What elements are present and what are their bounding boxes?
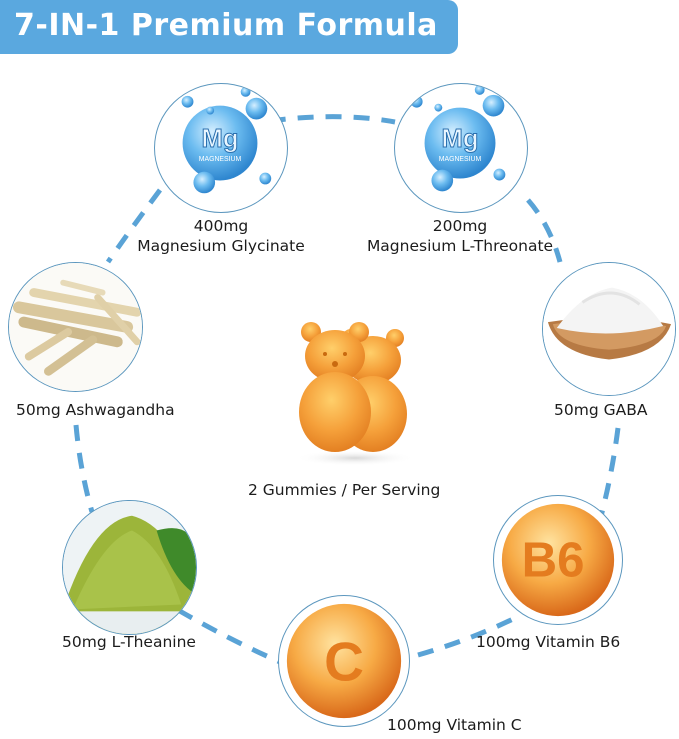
- vitamin-b6-image: B6: [493, 495, 623, 625]
- magnesium-l-threonate-image: Mg MAGNESIUM: [394, 83, 528, 213]
- vitamin-c-image: C: [278, 595, 410, 727]
- ashwagandha-root-icon: [9, 263, 142, 391]
- magnesium-glycinate-dose: 400mg: [193, 217, 249, 235]
- svg-text:MAGNESIUM: MAGNESIUM: [199, 156, 242, 163]
- magnesium-l-threonate-dose: 200mg: [432, 217, 488, 235]
- green-tea-powder-icon: [63, 501, 196, 634]
- serving-size-label: 2 Gummies / Per Serving: [248, 481, 441, 499]
- vitamin-b6-label: 100mg Vitamin B6: [476, 633, 621, 651]
- gummy-bears-icon: [295, 322, 415, 466]
- magnesium-l-threonate-label: 200mg Magnesium L-Threonate: [360, 216, 560, 256]
- magnesium-glycinate-name: Magnesium Glycinate: [137, 237, 305, 255]
- powder-bowl-icon: [543, 263, 675, 395]
- magnesium-molecule-icon: Mg MAGNESIUM: [181, 86, 272, 194]
- vitamin-c-label: 100mg Vitamin C: [387, 716, 522, 734]
- svg-text:C: C: [324, 631, 364, 693]
- ashwagandha-label: 50mg Ashwagandha: [16, 401, 175, 419]
- magnesium-glycinate-image: Mg MAGNESIUM: [154, 83, 288, 213]
- l-theanine-label: 50mg L-Theanine: [62, 633, 196, 651]
- vitamin-c-icon: C: [286, 603, 402, 719]
- svg-text:B6: B6: [522, 533, 585, 588]
- l-theanine-image: [62, 500, 197, 635]
- svg-text:MAGNESIUM: MAGNESIUM: [439, 156, 482, 163]
- gaba-label: 50mg GABA: [554, 401, 648, 419]
- magnesium-l-threonate-name: Magnesium L-Threonate: [366, 237, 554, 255]
- svg-text:Mg: Mg: [442, 125, 479, 153]
- header-banner: 7-IN-1 Premium Formula: [0, 0, 458, 54]
- magnesium-molecule-icon: Mg MAGNESIUM: [410, 84, 506, 192]
- gaba-image: [542, 262, 676, 396]
- gummy-bears-image: [285, 318, 425, 468]
- page-title: 7-IN-1 Premium Formula: [14, 8, 438, 43]
- svg-text:Mg: Mg: [202, 125, 239, 153]
- ashwagandha-image: [8, 262, 143, 392]
- magnesium-glycinate-label: 400mg Magnesium Glycinate: [131, 216, 311, 256]
- vitamin-b6-icon: B6: [501, 503, 615, 617]
